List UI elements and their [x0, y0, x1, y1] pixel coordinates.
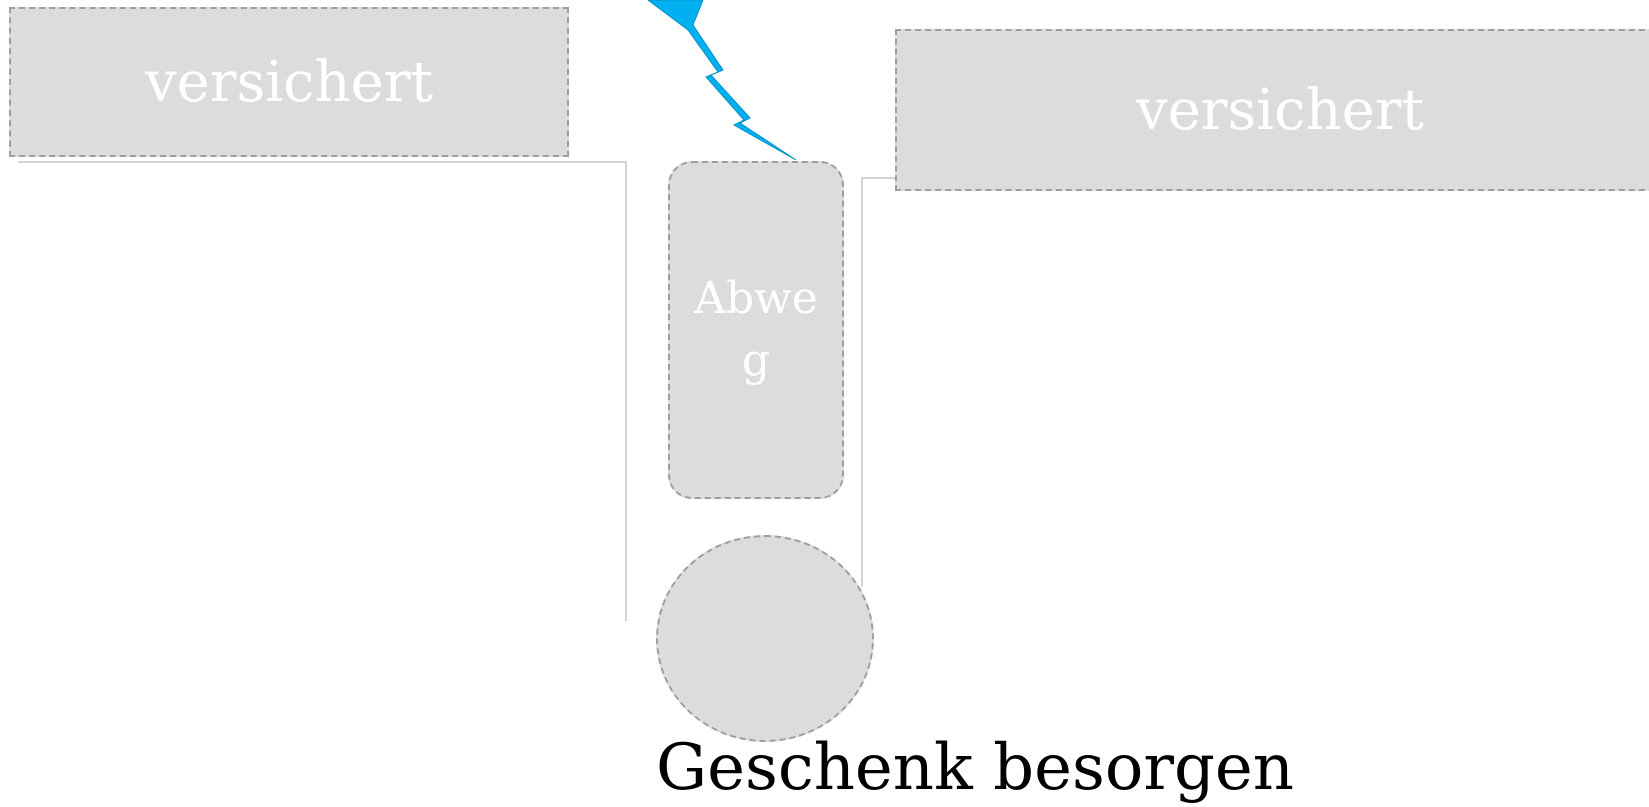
versichert-label-right: versichert: [1135, 77, 1425, 143]
abweg-box: Abweg: [668, 161, 844, 499]
abweg-label: Abweg: [694, 273, 818, 386]
connector-line-right-horizontal: [862, 177, 897, 179]
versichert-box-left: versichert: [9, 7, 569, 157]
caption-text: Geschenk besorgen: [656, 731, 1294, 805]
connector-line-left-horizontal: [18, 161, 626, 163]
connector-line-left-vertical: [625, 161, 627, 621]
versichert-label-left: versichert: [144, 49, 434, 115]
connector-line-right-vertical: [861, 177, 863, 587]
circle-node: [656, 535, 874, 742]
versichert-box-right: versichert: [895, 29, 1649, 191]
lightning-bolt-icon: [648, 0, 797, 161]
